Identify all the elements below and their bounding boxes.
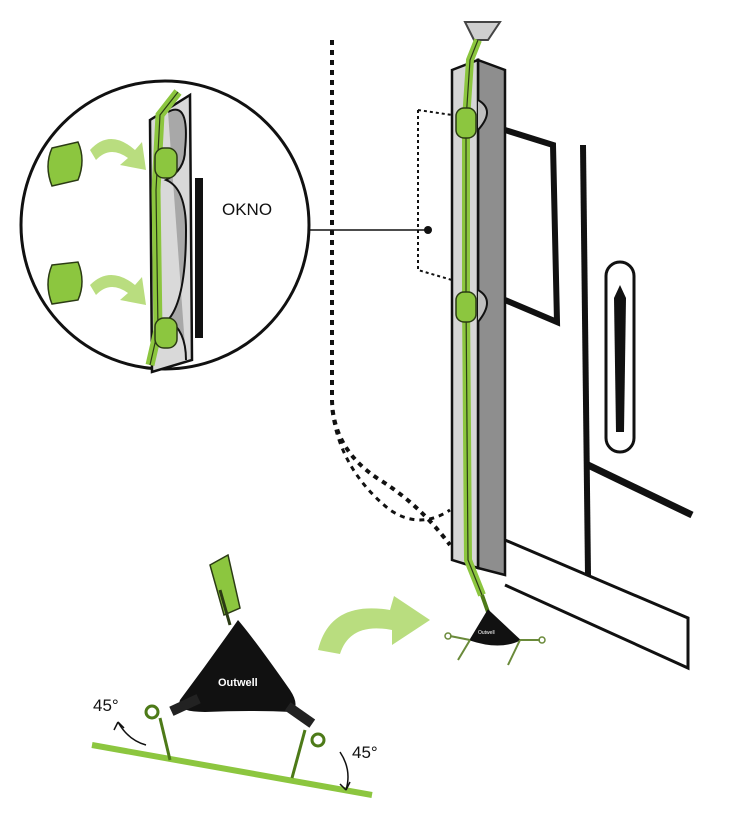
peg-plate	[179, 620, 296, 712]
large-peg-plate: Outwell 45° 45°	[91, 553, 378, 798]
door-handle	[614, 285, 626, 432]
zoom-stopper-top	[154, 147, 178, 179]
awning-outline-dotted	[330, 40, 452, 547]
door-handle-housing	[604, 260, 636, 454]
zoom-leader-dot	[424, 226, 432, 234]
skirt-panel	[504, 538, 690, 671]
rail-funnel	[463, 21, 502, 41]
awning-outline-dotted-inner	[330, 409, 451, 522]
angle-label-left: 45°	[93, 696, 119, 715]
body-vertical-line	[580, 144, 591, 576]
transition-arrow-icon	[318, 596, 430, 654]
peg-right	[290, 729, 307, 779]
zoom-stopper-bottom	[154, 317, 178, 349]
window-outline-dotted	[417, 109, 453, 281]
window-frame	[503, 127, 561, 327]
angle-label-right: 45°	[352, 743, 378, 762]
window-label: OKNO	[222, 200, 272, 219]
angle-arc-left	[117, 721, 147, 746]
loose-stopper-bottom-icon	[47, 261, 83, 305]
loose-stopper-top-icon	[47, 141, 83, 187]
zoom-detail: OKNO	[19, 79, 311, 374]
brand-logo-small: Outwell	[478, 630, 495, 636]
zoom-window-edge	[195, 178, 203, 338]
ground-line	[91, 742, 373, 798]
insert-arrow-bottom-icon	[90, 275, 146, 305]
brand-logo: Outwell	[218, 677, 258, 689]
angle-arc-right	[339, 751, 349, 791]
rail-stopper-bottom	[455, 291, 477, 323]
small-peg-plate: Outwell	[444, 594, 546, 666]
caravan-body	[330, 40, 694, 671]
awning-rail	[450, 21, 507, 597]
rail-stopper-top	[455, 107, 477, 139]
insert-arrow-top-icon	[90, 139, 146, 170]
body-trim-line	[586, 461, 694, 519]
peg-left	[158, 717, 172, 761]
